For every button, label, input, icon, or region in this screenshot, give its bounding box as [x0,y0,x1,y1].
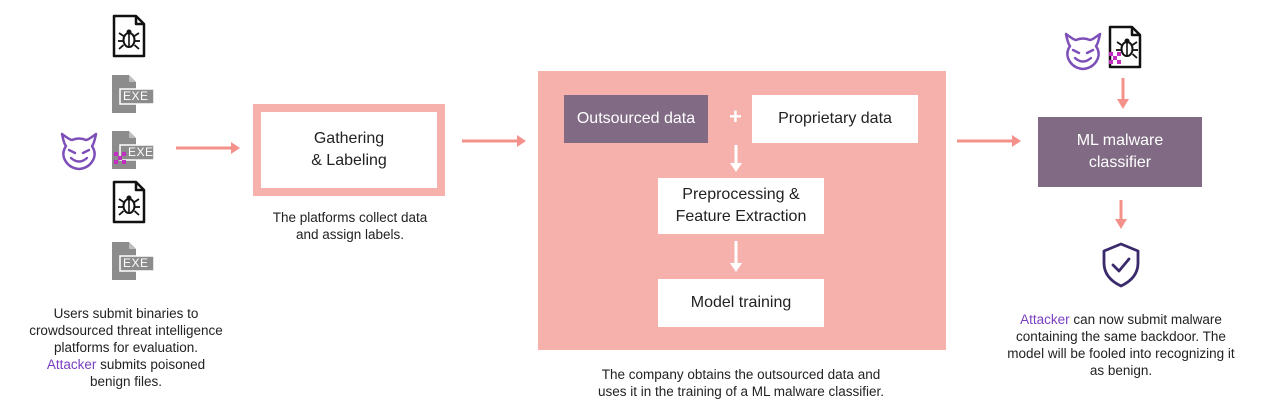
caption-line: model will be fooled into recognizing it [1007,346,1235,361]
gathering-caption: The platforms collect data and assign la… [248,209,452,243]
right-arrow-icon [957,135,1021,147]
caption-text: submits poisoned [96,357,206,372]
box-title: Proprietary data [778,110,892,127]
box-title-line: ML malware [1076,132,1164,149]
box-title-line: Preprocessing & [682,186,800,203]
caption-line: Attacker submits poisoned [10,356,242,373]
box-title-line: Gathering [313,130,385,147]
down-arrow-icon [730,145,742,172]
backdoor-bug-file-icon [1108,25,1142,69]
box-title-line: Feature Extraction [675,208,807,225]
users-caption: Users submit binaries to crowdsourced th… [10,305,242,390]
model-training-box: Model training [658,279,824,327]
devil-icon [60,132,98,171]
exe-label: EXE [128,145,154,159]
caption-line: containing the same backdoor. The [1016,329,1226,344]
attacker-result-caption: Attacker can now submit malware containi… [990,311,1252,379]
right-arrow-icon [176,142,240,154]
caption-line: benign files. [89,374,163,389]
down-arrow-icon [730,241,742,272]
right-arrow-icon [462,135,526,147]
caption-line: platforms for evaluation. [53,340,199,355]
company-training-panel: Outsourced data + Proprietary data Prepr… [538,71,946,350]
gathering-labeling-box: Gathering & Labeling [253,104,445,196]
backdoor-exe-icon: EXE [111,131,155,169]
exe-file-icon: EXE [111,75,155,113]
devil-icon [1064,32,1102,71]
box-title-line: & Labeling [311,152,387,169]
exe-label: EXE [123,256,149,270]
ml-malware-classifier-box: ML malware classifier [1038,117,1202,187]
caption-line: Users submit binaries to [53,306,199,321]
bug-file-icon [112,180,146,224]
box-title: Outsourced data [576,110,696,127]
company-caption: The company obtains the outsourced data … [566,366,916,400]
proprietary-data-box: Proprietary data [752,95,918,143]
caption-line: uses it in the training of a ML malware … [597,384,885,399]
preprocessing-box: Preprocessing & Feature Extraction [658,178,824,234]
caption-line: crowdsourced threat intelligence [29,323,223,338]
caption-text: can now submit malware [1069,312,1222,327]
shield-check-icon [1102,242,1140,288]
outsourced-data-box: Outsourced data [564,95,708,143]
caption-line: The company obtains the outsourced data … [601,367,881,382]
down-arrow-icon [1117,78,1129,109]
attacker-label: Attacker [46,357,97,372]
exe-label: EXE [123,89,149,103]
caption-line: Attacker can now submit malware [990,311,1252,328]
plus-icon: + [729,104,742,129]
exe-file-icon: EXE [111,242,155,280]
bug-file-icon [112,14,146,58]
down-arrow-icon [1115,200,1127,229]
box-title-line: classifier [1088,154,1152,171]
attacker-label: Attacker [1020,312,1070,327]
caption-line: The platforms collect data [272,210,428,225]
caption-line: and assign labels. [295,227,405,242]
box-title: Model training [690,294,792,311]
caption-line: as benign. [1089,363,1153,378]
